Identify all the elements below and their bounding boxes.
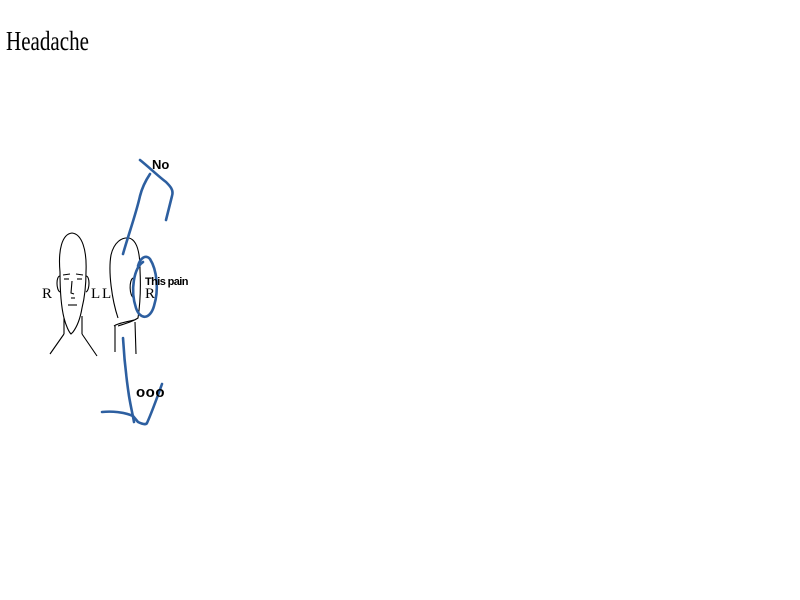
ooo-hook-stroke <box>121 336 136 424</box>
side-jaw <box>113 319 135 327</box>
ooo-annotation: ooo <box>136 384 165 401</box>
front-left-label: L <box>91 286 100 302</box>
side-left-label: L <box>102 286 111 302</box>
ooo-base-stroke <box>100 382 164 426</box>
front-left-ear <box>56 275 61 293</box>
front-shoulders <box>49 333 98 357</box>
no-annotation: No <box>152 157 169 172</box>
side-head-figure <box>109 237 141 355</box>
front-left-brow <box>62 273 71 276</box>
front-nose <box>70 280 75 295</box>
side-right-label: R <box>145 286 155 302</box>
arrow-to-no-stroke <box>121 172 152 256</box>
front-right-brow <box>75 273 84 276</box>
pen-strokes <box>100 158 174 426</box>
side-neck <box>114 321 137 355</box>
pain-circle-stroke <box>131 255 159 319</box>
front-neck <box>63 316 83 334</box>
page-title: Headache <box>6 26 90 56</box>
no-hook-stroke <box>138 158 174 222</box>
front-right-ear <box>85 275 90 293</box>
side-head-outline <box>109 237 141 327</box>
front-head-figure <box>49 232 98 357</box>
pain-annotation: This pain <box>145 276 189 288</box>
front-right-label: R <box>42 286 52 302</box>
